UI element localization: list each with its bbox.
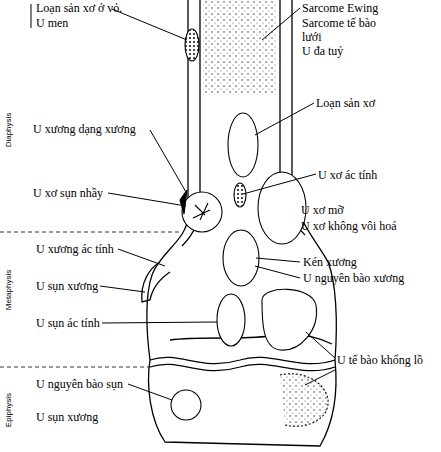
- tumor-label: Loạn sản xơ ở vỏ.: [36, 1, 122, 15]
- leader-lines: [150, 130, 186, 192]
- leader-lines: [255, 103, 314, 135]
- tumor-label: U tế bào khổng lồ: [337, 353, 423, 367]
- lesion-shapes: [280, 374, 328, 427]
- leader-lines: [255, 266, 300, 278]
- tumor-label: U nguyên bào sụn: [36, 377, 123, 391]
- leader-lines: [31, 4, 335, 430]
- tumor-label: Sarcome Ewing: [302, 1, 378, 15]
- lesion-shapes: [171, 390, 201, 420]
- leader-lines: [306, 332, 335, 358]
- zone-dividers: [0, 232, 180, 233]
- lesion-shapes: [182, 192, 222, 232]
- tumor-label: U sụn xương: [36, 279, 98, 293]
- bone-outline: [150, 357, 335, 363]
- zone-label: Epiphysis: [2, 393, 16, 427]
- tumor-label: U xơ không vôi hoá: [301, 219, 397, 233]
- tumor-label: Kén xương: [303, 255, 357, 269]
- lesion-shapes: [223, 230, 259, 286]
- leader-lines: [305, 370, 335, 385]
- leader-lines: [128, 384, 172, 400]
- lesion-shapes: [234, 183, 246, 207]
- leader-lines: [102, 322, 217, 323]
- leader-lines: [256, 258, 300, 262]
- tumor-label: U men: [36, 16, 68, 30]
- zone-label: Metaphysis: [2, 270, 16, 310]
- bone-outline: [150, 364, 335, 370]
- lesion-shapes: [262, 289, 317, 350]
- tumor-label: U xương dạng xương: [33, 122, 136, 136]
- lesion-shapes: [217, 294, 245, 346]
- leader-lines: [31, 4, 32, 28]
- tumor-label: U xương ác tính: [36, 242, 114, 256]
- lesion-shapes: [180, 190, 187, 214]
- tumor-label: U sụn xương: [36, 410, 98, 424]
- tumor-label: U xơ sụn nhầy: [33, 186, 103, 200]
- leader-lines: [118, 249, 165, 266]
- tumor-label: U đa tuỷ: [302, 44, 343, 58]
- tumor-label: Sarcome tế bào lưới: [302, 16, 392, 44]
- leader-lines: [108, 193, 186, 206]
- zone-dividers: [0, 232, 180, 367]
- lesion-shapes: [228, 113, 258, 177]
- bone-outline: [203, 0, 277, 95]
- leader-lines: [100, 286, 145, 292]
- tumor-label: U xơ ác tính: [318, 168, 377, 182]
- leader-lines: [262, 8, 300, 40]
- tumor-label: U sụn ác tính: [36, 316, 100, 330]
- zone-label: Diaphysis: [2, 113, 16, 148]
- tumor-label: U xơ mỡ: [301, 203, 344, 217]
- leader-lines: [243, 174, 316, 194]
- tumor-label: Loạn sản xơ: [316, 96, 375, 110]
- lesion-shapes: [193, 203, 210, 220]
- tumor-label: U nguyên bào xương: [303, 271, 404, 285]
- bone-outline: [142, 262, 170, 302]
- zone-dividers: [0, 367, 150, 368]
- leader-lines: [112, 9, 187, 40]
- lesion-shapes: [185, 29, 199, 61]
